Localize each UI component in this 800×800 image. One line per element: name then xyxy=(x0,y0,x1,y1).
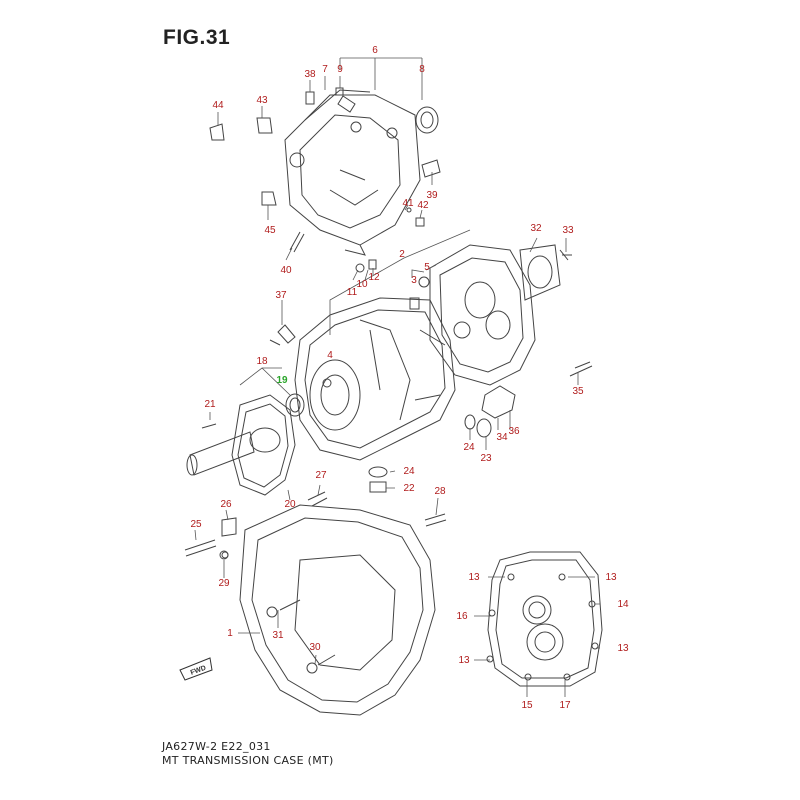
part-callout-1[interactable]: 1 xyxy=(227,628,233,639)
part-callout-40[interactable]: 40 xyxy=(280,265,292,276)
part-callout-24[interactable]: 24 xyxy=(403,466,415,477)
input-shaft-cover xyxy=(186,324,305,496)
part-callout-35[interactable]: 35 xyxy=(572,386,584,397)
part-callout-16[interactable]: 16 xyxy=(456,611,468,622)
part-callout-8[interactable]: 8 xyxy=(419,64,425,75)
part-callout-5[interactable]: 5 xyxy=(424,262,430,273)
part-callout-34[interactable]: 34 xyxy=(496,432,508,443)
part-callout-36[interactable]: 36 xyxy=(508,426,520,437)
part-callout-43[interactable]: 43 xyxy=(256,95,268,106)
fwd-arrow: FWD xyxy=(179,657,213,681)
part-callout-41[interactable]: 41 xyxy=(402,198,414,209)
part-callout-12[interactable]: 12 xyxy=(368,272,380,283)
part-callout-27[interactable]: 27 xyxy=(315,470,327,481)
part-callout-13[interactable]: 13 xyxy=(458,655,470,666)
rear-case-with-plate xyxy=(429,244,593,386)
part-callout-18[interactable]: 18 xyxy=(256,356,268,367)
part-callout-11[interactable]: 11 xyxy=(347,287,358,298)
part-callout-15[interactable]: 15 xyxy=(521,700,533,711)
part-callout-37[interactable]: 37 xyxy=(275,290,287,301)
part-callout-4[interactable]: 4 xyxy=(327,350,333,361)
top-extension-housing xyxy=(284,89,421,256)
part-callout-42[interactable]: 42 xyxy=(417,200,429,211)
part-callout-9[interactable]: 9 xyxy=(337,64,343,75)
part-callout-39[interactable]: 39 xyxy=(426,190,438,201)
part-callout-21[interactable]: 21 xyxy=(204,399,216,410)
part-callout-28[interactable]: 28 xyxy=(434,486,446,497)
figure-code: JA627W-2 E22_031 xyxy=(162,740,271,753)
figure-title: FIG.31 xyxy=(163,26,231,49)
part-callout-14[interactable]: 14 xyxy=(617,599,629,610)
part-callout-6[interactable]: 6 xyxy=(372,45,378,56)
part-callout-17[interactable]: 17 xyxy=(559,700,571,711)
part-callout-26[interactable]: 26 xyxy=(220,499,232,510)
part-callout-13[interactable]: 13 xyxy=(605,572,617,583)
part-callout-22[interactable]: 22 xyxy=(403,483,415,494)
part-callout-30[interactable]: 30 xyxy=(309,642,321,653)
part-callout-2[interactable]: 2 xyxy=(399,249,405,260)
part-callout-10[interactable]: 10 xyxy=(356,279,368,290)
part-callout-3[interactable]: 3 xyxy=(411,275,417,286)
small-case-parts xyxy=(184,259,516,560)
part-callout-45[interactable]: 45 xyxy=(264,225,276,236)
figure-description: MT TRANSMISSION CASE (MT) xyxy=(162,754,334,767)
gasket-plate-inset xyxy=(486,551,603,687)
part-callout-24[interactable]: 24 xyxy=(463,442,475,453)
part-callout-13[interactable]: 13 xyxy=(617,643,629,654)
part-callout-38[interactable]: 38 xyxy=(304,69,316,80)
top-small-parts xyxy=(209,87,441,253)
part-callout-7[interactable]: 7 xyxy=(322,64,328,75)
part-callout-13[interactable]: 13 xyxy=(468,572,480,583)
center-transmission-case xyxy=(294,297,456,461)
part-callout-44[interactable]: 44 xyxy=(212,100,224,111)
part-callout-32[interactable]: 32 xyxy=(530,223,542,234)
part-callout-20[interactable]: 20 xyxy=(284,499,296,510)
part-callout-33[interactable]: 33 xyxy=(562,225,574,236)
leader-lines xyxy=(194,57,600,697)
clutch-housing xyxy=(221,504,436,716)
part-callout-23[interactable]: 23 xyxy=(480,453,492,464)
part-callout-29[interactable]: 29 xyxy=(218,578,230,589)
part-callout-25[interactable]: 25 xyxy=(190,519,202,530)
part-callout-31[interactable]: 31 xyxy=(272,630,284,641)
part-callout-19[interactable]: 19 xyxy=(276,375,288,386)
